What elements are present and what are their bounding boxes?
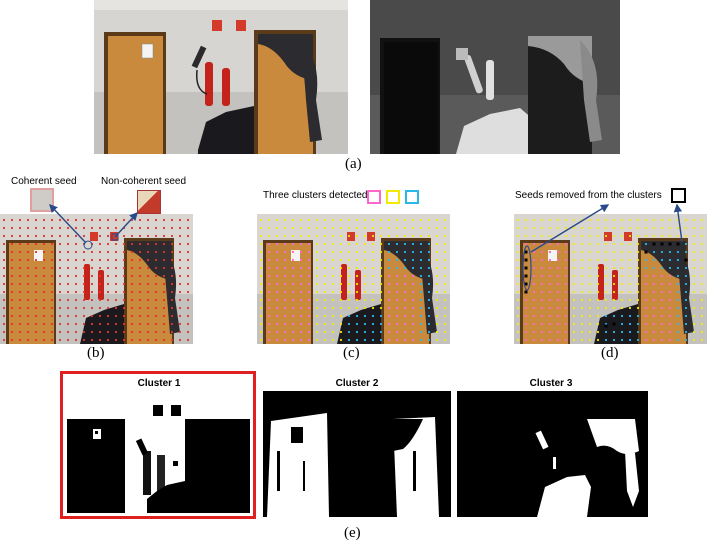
cluster-1-highlight-frame xyxy=(60,371,256,519)
caption-b: (b) xyxy=(87,345,105,361)
panel-a-gray-image xyxy=(370,0,620,154)
cluster-2-title: Cluster 2 xyxy=(335,378,379,389)
legend-square-pink xyxy=(367,190,381,204)
noncoherent-seed-label: Non-coherent seed xyxy=(101,176,187,187)
legend-square-yellow xyxy=(386,190,400,204)
panel-a-color-image xyxy=(94,0,348,154)
caption-d: (d) xyxy=(601,345,619,361)
legend-square-cyan xyxy=(405,190,419,204)
cluster-1-title: Cluster 1 xyxy=(137,378,181,389)
caption-a: (a) xyxy=(345,156,362,172)
seeds-removed-square xyxy=(671,188,686,203)
caption-c: (c) xyxy=(343,345,360,361)
coherent-seed-label: Coherent seed xyxy=(11,176,77,187)
cluster-1-mask xyxy=(67,391,250,513)
cluster-3-mask xyxy=(457,391,648,517)
panel-c-image xyxy=(257,214,450,344)
noncoherent-seed-swatch xyxy=(137,190,161,214)
seeds-removed-label: Seeds removed from the clusters xyxy=(515,190,662,201)
panel-d-image xyxy=(514,214,707,344)
cluster-3-title: Cluster 3 xyxy=(529,378,573,389)
caption-e: (e) xyxy=(344,525,361,541)
panel-b-image xyxy=(0,214,193,344)
clusters-detected-label: Three clusters detected xyxy=(263,190,368,201)
cluster-2-mask xyxy=(263,391,451,517)
